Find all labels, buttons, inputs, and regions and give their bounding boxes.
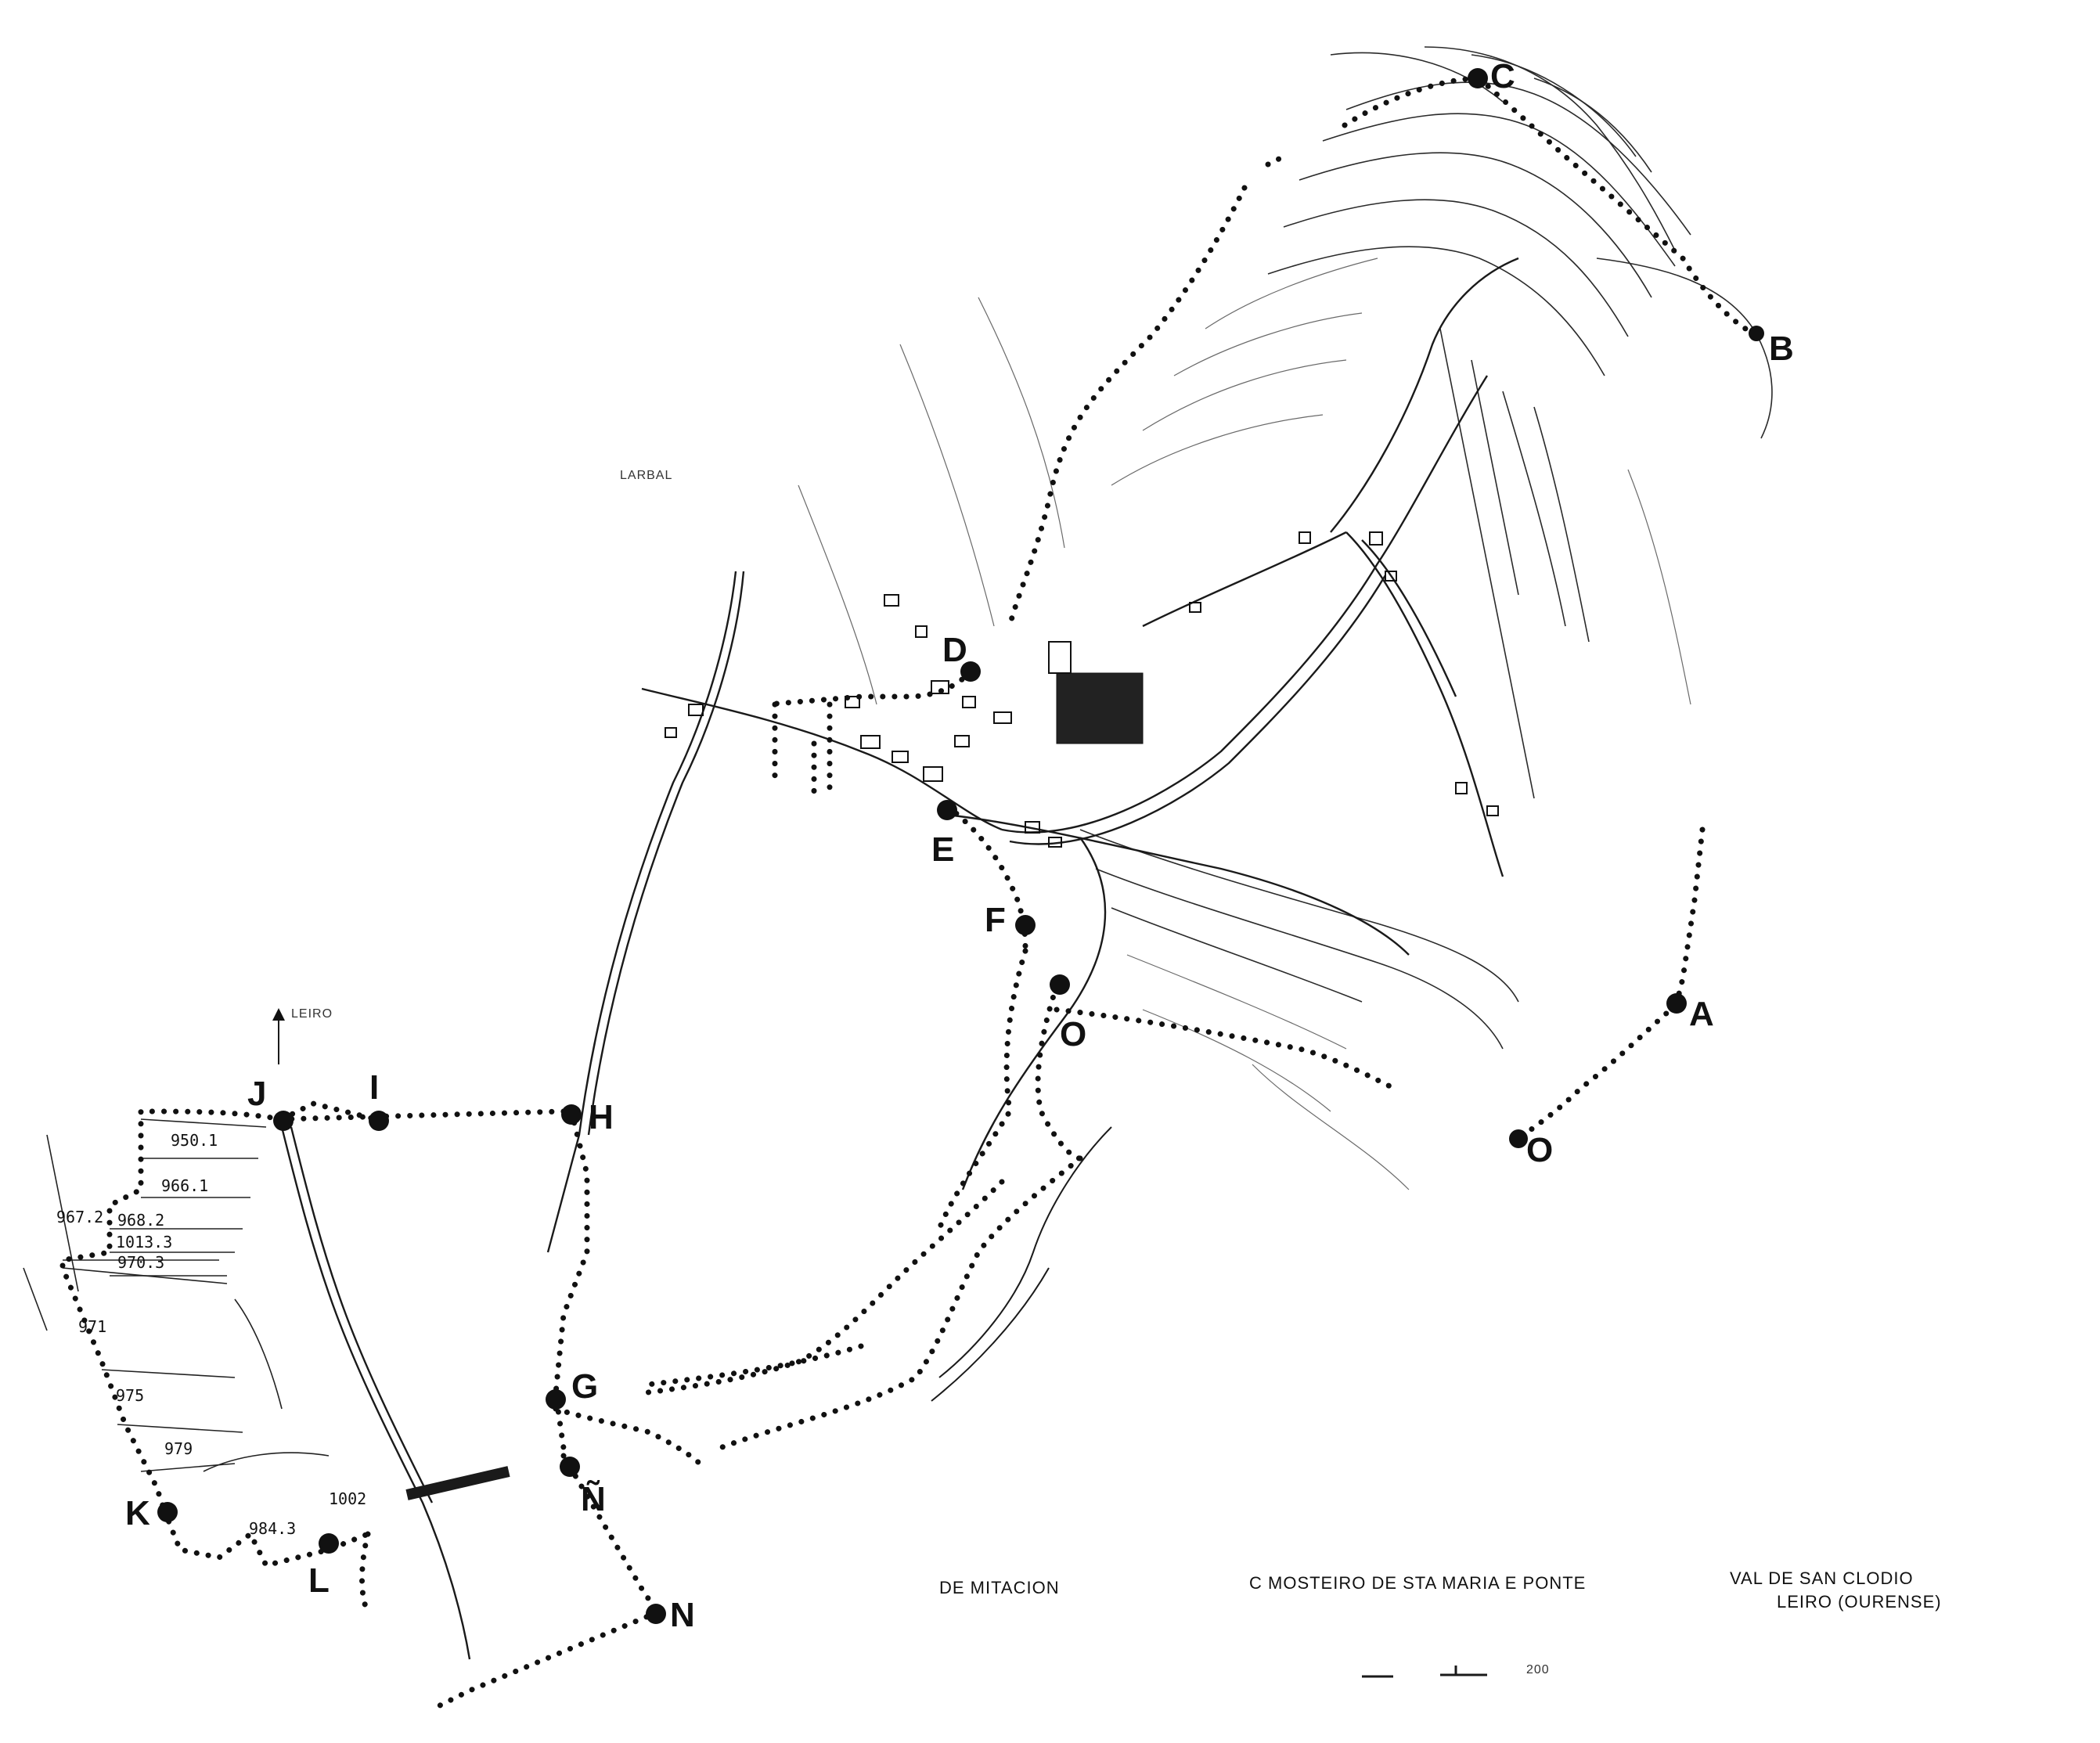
point-NN: Ñ xyxy=(560,1457,606,1518)
point-label-N: N xyxy=(670,1596,695,1634)
point-label-P: O xyxy=(1526,1131,1553,1169)
point-label-C: C xyxy=(1490,57,1515,95)
point-J: J xyxy=(247,1075,294,1131)
parcel-label-975: 975 xyxy=(116,1386,144,1405)
parcel-label-971: 971 xyxy=(78,1317,106,1336)
contour-lines xyxy=(798,46,1773,1190)
parcel-label-1002: 1002 xyxy=(329,1489,366,1508)
point-D: D xyxy=(942,631,981,682)
point-label-G: G xyxy=(571,1367,598,1406)
point-H: H xyxy=(561,1098,614,1136)
road-network xyxy=(280,257,1519,1660)
point-label-J: J xyxy=(247,1075,266,1113)
scale-bar: 200 xyxy=(1362,1663,1550,1678)
point-label-E: E xyxy=(931,830,954,869)
parcel-label-970-3: 970.3 xyxy=(117,1253,164,1272)
point-label-L: L xyxy=(308,1561,330,1600)
direction-label: LEIRO xyxy=(291,1007,333,1021)
point-C: C xyxy=(1468,57,1515,95)
point-K: K xyxy=(125,1494,178,1532)
point-P: O xyxy=(1509,1129,1553,1169)
point-label-K: K xyxy=(125,1494,150,1532)
point-E: E xyxy=(931,800,957,869)
point-label-B: B xyxy=(1769,330,1794,368)
parcel-labels: 950.1 966.1 967.2 968.2 1013.3 970.3 971… xyxy=(56,1131,366,1538)
point-label-A: A xyxy=(1689,995,1714,1033)
caption-right-2: LEIRO (OURENSE) xyxy=(1777,1592,1942,1612)
point-label-O: O xyxy=(1060,1015,1086,1053)
parcel-label-950-1: 950.1 xyxy=(171,1131,218,1150)
parcel-label-979: 979 xyxy=(164,1439,193,1458)
village-buildings xyxy=(665,531,1499,848)
point-L: L xyxy=(308,1533,339,1600)
point-label-H: H xyxy=(589,1098,614,1136)
point-label-NN: Ñ xyxy=(581,1479,606,1518)
map-caption: DE MITACION C MOSTEIRO DE STA MARIA E PO… xyxy=(939,1568,1942,1612)
parcel-label-1013-3: 1013.3 xyxy=(116,1233,172,1251)
point-label-I: I xyxy=(369,1068,379,1107)
point-label-F: F xyxy=(985,901,1006,939)
parcel-label-966-1: 966.1 xyxy=(161,1176,208,1195)
parcel-label-984-3: 984.3 xyxy=(249,1519,296,1538)
parcel-lines xyxy=(23,1118,510,1500)
place-label: LARBAL xyxy=(620,469,672,482)
point-B: B xyxy=(1749,326,1794,368)
point-N: N xyxy=(646,1596,695,1634)
demarcation-boundary xyxy=(59,75,1764,1709)
point-F: F xyxy=(985,901,1036,939)
parcel-label-967-2: 967.2 xyxy=(56,1208,103,1226)
parcel-label-968-2: 968.2 xyxy=(117,1211,164,1230)
direction-arrow: LEIRO xyxy=(272,1007,333,1064)
scale-text: 200 xyxy=(1526,1663,1550,1676)
point-G: G xyxy=(546,1367,598,1410)
point-A: A xyxy=(1666,993,1714,1033)
survey-points: A B C D E F G H xyxy=(125,57,1794,1634)
caption-left: DE MITACION xyxy=(939,1578,1060,1597)
point-label-D: D xyxy=(942,631,967,669)
point-I: I xyxy=(369,1068,389,1131)
caption-main: C MOSTEIRO DE STA MARIA E PONTE xyxy=(1249,1573,1586,1593)
caption-right-1: VAL DE SAN CLODIO xyxy=(1730,1568,1914,1588)
point-O: O xyxy=(1050,974,1086,1053)
